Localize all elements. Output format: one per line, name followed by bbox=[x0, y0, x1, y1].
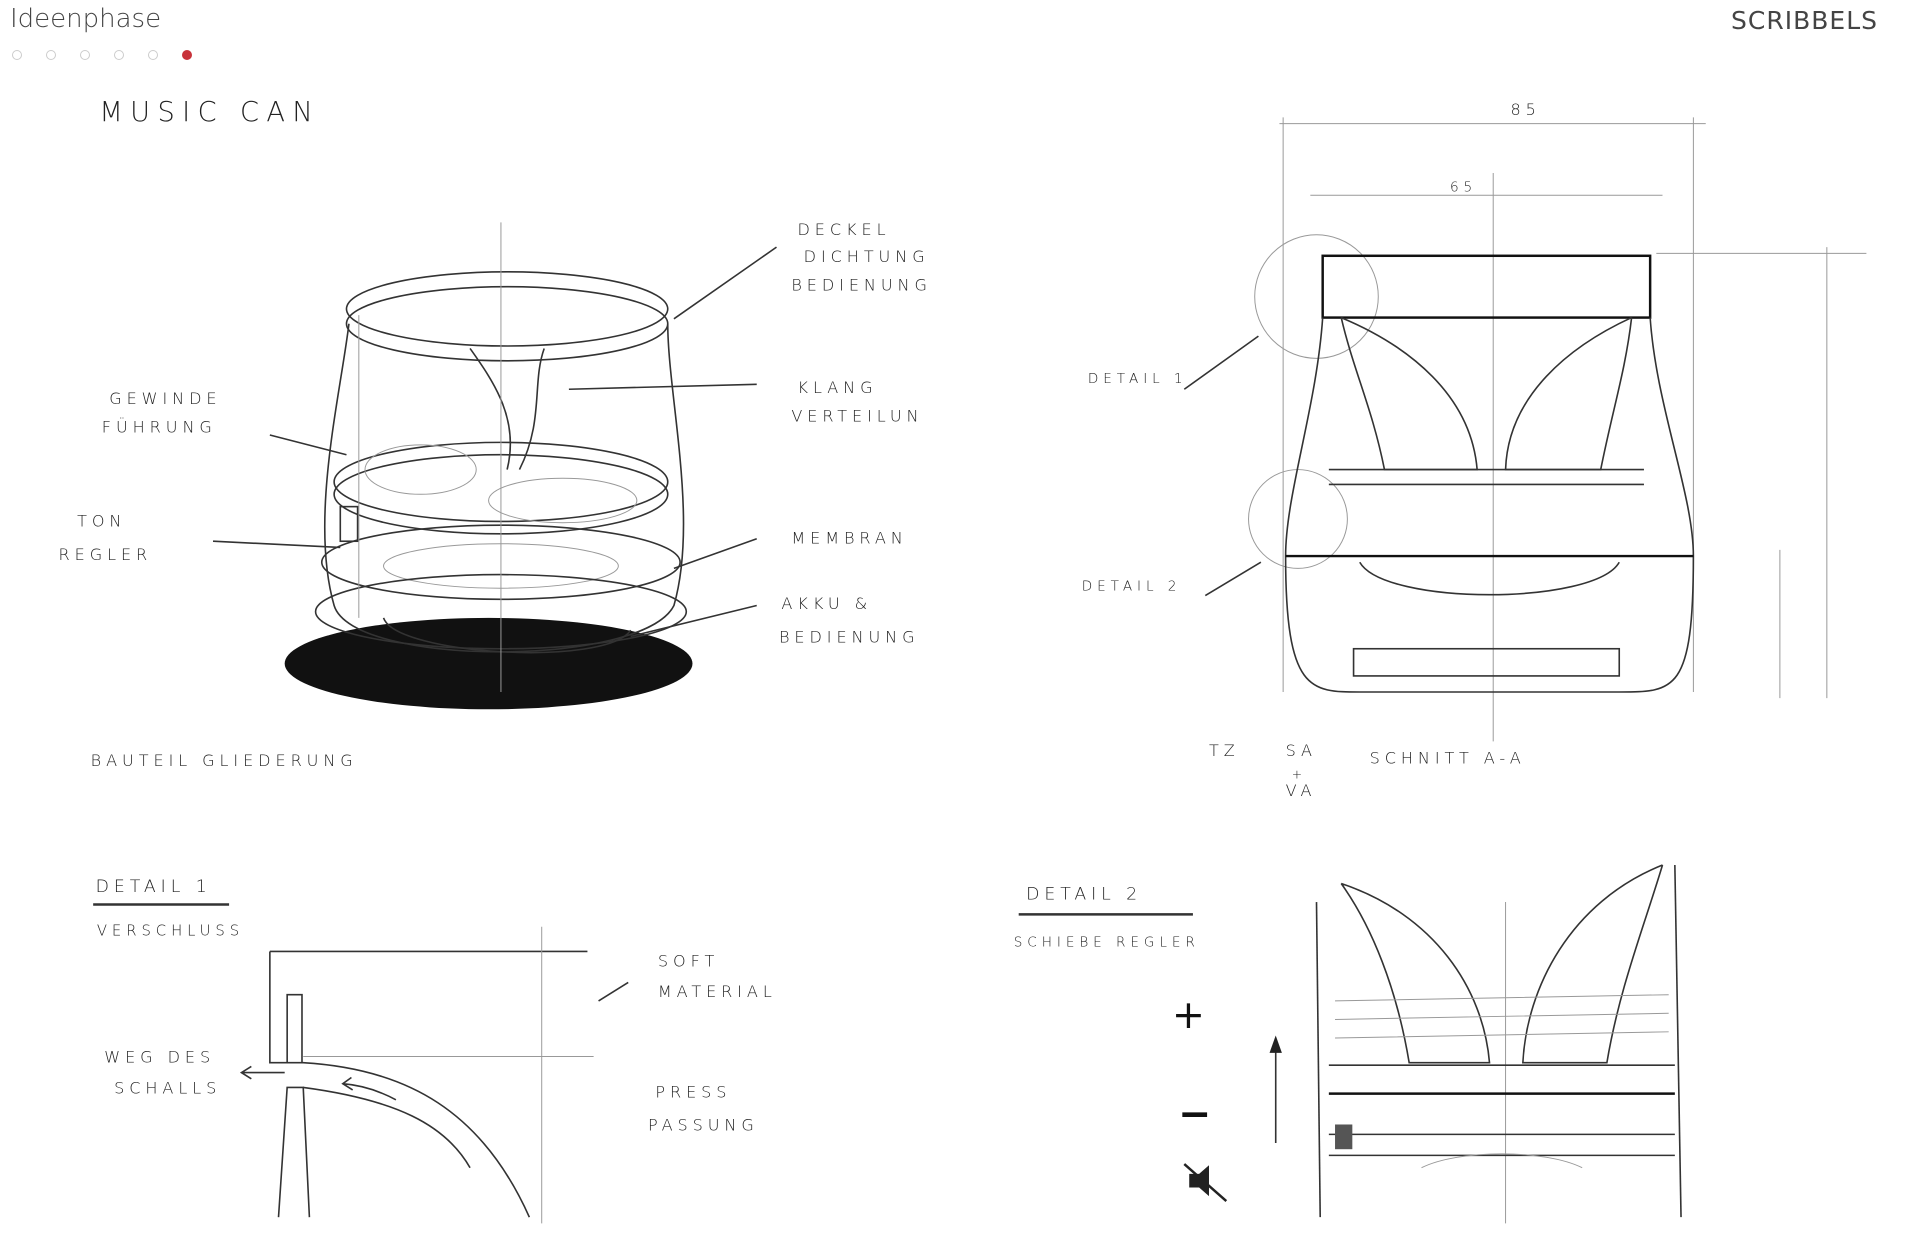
label-plus-small: + bbox=[1292, 767, 1307, 781]
caption-bauteil: BAUTEIL GLIEDERUNG bbox=[91, 751, 358, 770]
label-va: VA bbox=[1286, 781, 1317, 800]
label-soft: SOFT bbox=[658, 951, 719, 970]
detail1-drawing bbox=[239, 926, 629, 1224]
page-dot-6-active[interactable] bbox=[182, 50, 192, 60]
mute-icon bbox=[1183, 1163, 1228, 1203]
label-weg-des: WEG DES bbox=[104, 1048, 215, 1067]
volume-minus: − bbox=[1178, 1091, 1211, 1137]
label-fuehrung: FÜHRUNG bbox=[102, 417, 217, 436]
label-passung: PASSUNG bbox=[648, 1116, 759, 1135]
perspective-sketch bbox=[212, 222, 777, 710]
page-dot-5[interactable] bbox=[148, 50, 158, 60]
label-verteilung: VERTEILUN bbox=[791, 406, 923, 425]
label-gewinde: GEWINDE bbox=[109, 389, 221, 408]
label-klang: KLANG bbox=[798, 378, 878, 397]
volume-plus: + bbox=[1172, 992, 1205, 1038]
label-ton: TON bbox=[77, 511, 126, 530]
label-detail-1-ref: DETAIL 1 bbox=[1088, 371, 1188, 387]
section-title: Ideenphase bbox=[10, 4, 162, 34]
label-deckel: DECKEL bbox=[798, 220, 891, 239]
detail2-title: DETAIL 2 bbox=[1026, 885, 1142, 905]
page-dot-3[interactable] bbox=[80, 50, 90, 60]
detail1-title: DETAIL 1 bbox=[96, 877, 212, 897]
page-label: SCRIBBELS bbox=[1731, 6, 1878, 35]
caption-schnitt: SCHNITT A-A bbox=[1370, 749, 1526, 768]
detail1-subtitle: VERSCHLUSS bbox=[97, 922, 244, 939]
label-press: PRESS bbox=[655, 1082, 731, 1101]
detail2-subtitle: SCHIEBE REGLER bbox=[1014, 935, 1200, 951]
section-view bbox=[1183, 117, 1867, 742]
dim-outer: 85 bbox=[1511, 100, 1541, 119]
label-regler: REGLER bbox=[59, 545, 153, 564]
label-material: MATERIAL bbox=[658, 982, 777, 1001]
dim-inner: 65 bbox=[1450, 180, 1477, 196]
label-tz: TZ bbox=[1209, 741, 1240, 760]
page-dot-4[interactable] bbox=[114, 50, 124, 60]
label-membran: MEMBRAN bbox=[791, 529, 907, 548]
label-sa: SA bbox=[1286, 741, 1317, 760]
label-akku: AKKU & bbox=[781, 594, 872, 613]
page-dot-2[interactable] bbox=[46, 50, 56, 60]
pagination-dots bbox=[12, 50, 192, 60]
page-dot-1[interactable] bbox=[12, 50, 22, 60]
label-bedienung-top: BEDIENUNG bbox=[791, 275, 932, 294]
detail2-drawing bbox=[1269, 864, 1682, 1224]
sketch-title: MUSIC CAN bbox=[99, 97, 320, 128]
label-detail-2-ref: DETAIL 2 bbox=[1082, 579, 1182, 595]
label-dichtung: DICHTUNG bbox=[804, 247, 930, 266]
label-schalls: SCHALLS bbox=[114, 1079, 221, 1098]
label-bedienung-bottom: BEDIENUNG bbox=[779, 628, 920, 647]
